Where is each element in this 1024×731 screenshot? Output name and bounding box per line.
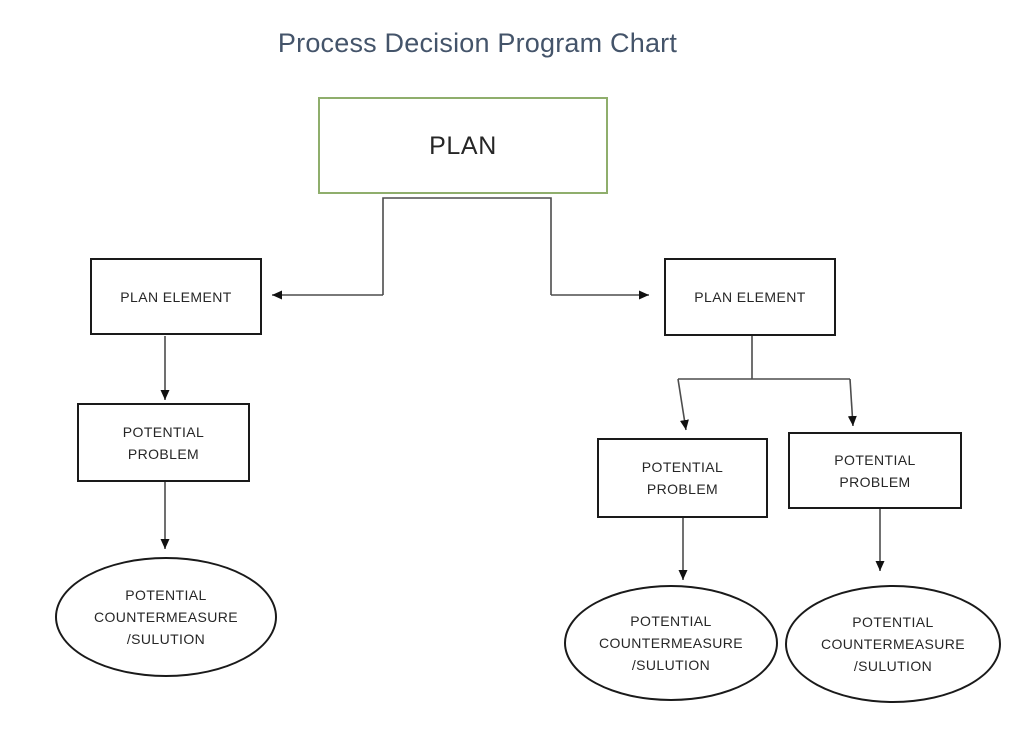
countermeasure-inner-node: POTENTIAL COUNTERMEASURE /SULUTION [564,585,778,701]
arrow-to-potential-problem-inner [677,378,689,431]
potential-problem-left-line1: POTENTIAL [122,423,205,440]
plan-element-right-split-connector [678,336,850,380]
diagram-title: Process Decision Program Chart [277,28,678,58]
plan-element-left-label: PLAN ELEMENT [120,288,232,305]
potential-problem-outer-line1: POTENTIAL [834,451,916,468]
potential-problem-inner-line2: PROBLEM [646,481,719,497]
potential-problem-inner-node: POTENTIAL PROBLEM [597,438,768,518]
countermeasure-left-line3: /SULUTION [126,631,206,647]
countermeasure-outer-line1: POTENTIAL [852,614,934,630]
potential-problem-inner-line1: POTENTIAL [641,459,724,475]
countermeasure-outer-line2: COUNTERMEASURE [820,636,966,652]
plan-label: PLAN [429,131,497,160]
plan-element-right-node: PLAN ELEMENT [664,258,836,336]
plan-element-left-node: PLAN ELEMENT [90,258,262,335]
potential-problem-left-line2: PROBLEM [127,445,200,462]
countermeasure-left-line2: COUNTERMEASURE [93,609,239,625]
countermeasure-outer-node: POTENTIAL COUNTERMEASURE /SULUTION [785,585,1001,703]
countermeasure-inner-line2: COUNTERMEASURE [598,635,744,651]
potential-problem-left-node: POTENTIAL PROBLEM [77,403,250,482]
plan-split-connector [382,197,552,295]
countermeasure-left-line1: POTENTIAL [125,587,207,603]
arrow-to-potential-problem-outer [847,378,857,427]
plan-node: PLAN [318,97,608,194]
potential-problem-outer-line2: PROBLEM [839,473,911,490]
countermeasure-inner-line1: POTENTIAL [630,613,712,629]
countermeasure-left-node: POTENTIAL COUNTERMEASURE /SULUTION [55,557,277,677]
countermeasure-inner-line3: /SULUTION [631,657,711,673]
potential-problem-outer-node: POTENTIAL PROBLEM [788,432,962,509]
countermeasure-outer-line3: /SULUTION [853,658,933,674]
plan-element-right-label: PLAN ELEMENT [694,289,806,305]
